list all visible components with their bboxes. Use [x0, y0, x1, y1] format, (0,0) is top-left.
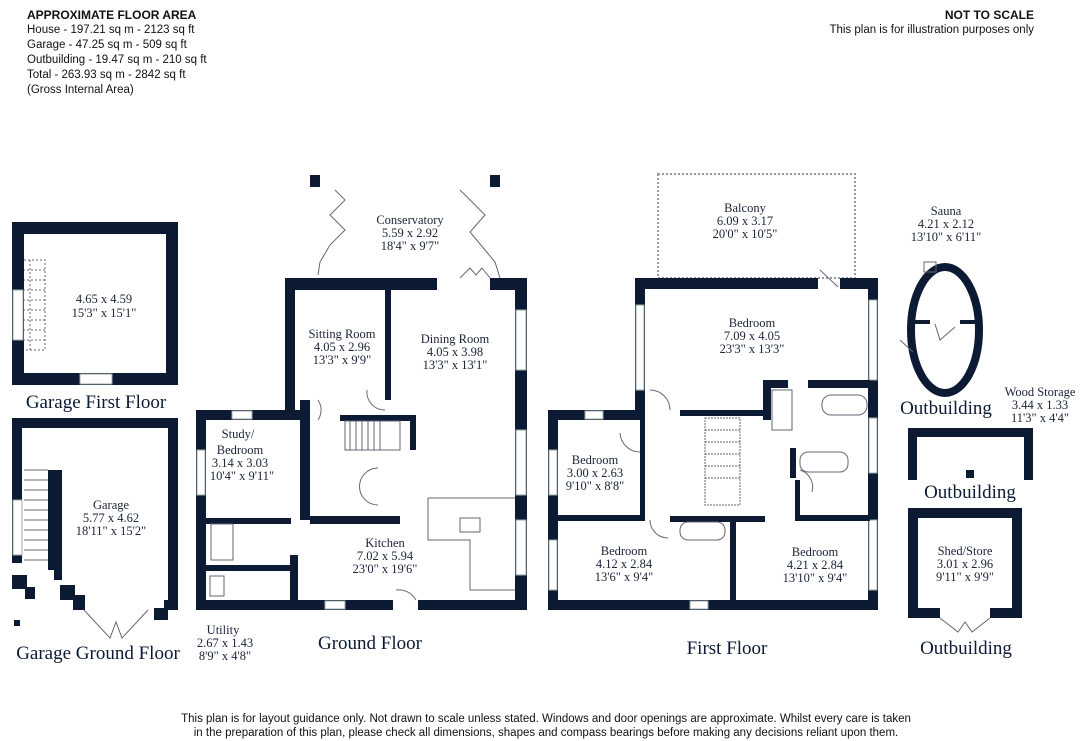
room-metric: 4.21 x 2.12: [918, 217, 974, 231]
disclaimer-line-2: in the preparation of this plan, please …: [193, 727, 899, 739]
room-name: Sauna: [931, 204, 962, 218]
room-imperial: 15'3" x 15'1": [72, 306, 137, 320]
bedroom-2-label: Bedroom 3.00 x 2.63 9'10" x 8'8": [566, 453, 624, 493]
wood-storage-outbuilding-title: Outbuilding: [924, 482, 1016, 503]
not-to-scale: NOT TO SCALE: [944, 8, 1034, 22]
shed-plan: [908, 508, 1022, 633]
room-imperial: 9'10" x 8'8": [566, 479, 624, 493]
floor-area-summary: APPROXIMATE FLOOR AREA House - 197.21 sq…: [27, 8, 207, 98]
bedroom-3-label: Bedroom 4.12 x 2.84 13'6" x 9'4": [595, 544, 653, 584]
sauna-outbuilding-title: Outbuilding: [900, 398, 992, 419]
balcony-outline: [657, 173, 856, 279]
room-metric: 6.09 x 3.17: [717, 214, 773, 228]
room-metric: 5.77 x 4.62: [83, 511, 139, 525]
room-metric: 3.01 x 2.96: [937, 557, 993, 571]
garage-loft-label: 4.65 x 4.59 15'3" x 15'1": [72, 292, 137, 320]
illustration-note: This plan is for illustration purposes o…: [829, 24, 1034, 36]
room-name: Bedroom: [217, 443, 264, 457]
wood-storage-label: Wood Storage 3.44 x 1.33 11'3" x 4'4": [1005, 385, 1076, 425]
area-house: House - 197.21 sq m - 2123 sq ft: [27, 24, 195, 36]
room-metric: 4.05 x 2.96: [314, 340, 370, 354]
room-name: Bedroom: [601, 544, 648, 558]
first-floor-title: First Floor: [687, 638, 768, 659]
garage-first-floor-plan: [12, 222, 178, 385]
room-imperial: 13'10" x 9'4": [783, 571, 848, 585]
sauna-label: Sauna 4.21 x 2.12 13'10" x 6'11": [911, 204, 982, 244]
room-metric: 2.67 x 1.43: [197, 636, 253, 650]
room-imperial: 23'3" x 13'3": [720, 342, 785, 356]
room-name: Utility: [207, 623, 240, 637]
room-metric: 3.00 x 2.63: [567, 466, 623, 480]
room-name: Kitchen: [365, 536, 405, 550]
area-total: Total - 263.93 sq m - 2842 sq ft: [27, 69, 186, 81]
room-imperial: 10'4" x 9'11": [210, 469, 274, 483]
room-name: Balcony: [724, 201, 766, 215]
room-name: Bedroom: [572, 453, 619, 467]
disclaimer: This plan is for layout guidance only. N…: [0, 712, 1092, 740]
sauna-plan: [899, 261, 983, 397]
floor-titles: Garage First Floor Garage Ground Floor G…: [16, 392, 1016, 664]
balcony-label: Balcony 6.09 x 3.17 20'0" x 10'5": [713, 201, 778, 241]
garage-ground-floor-plan: [12, 418, 178, 639]
room-metric: 4.12 x 2.84: [596, 557, 653, 571]
area-garage: Garage - 47.25 sq m - 509 sq ft: [27, 39, 187, 51]
room-metric: 3.44 x 1.33: [1012, 398, 1068, 412]
room-imperial: 13'3" x 13'1": [423, 358, 488, 372]
conservatory-plan: [310, 175, 501, 279]
room-metric: 4.05 x 3.98: [427, 345, 483, 359]
room-metric: 5.59 x 2.92: [382, 226, 438, 240]
room-metric: 4.65 x 4.59: [76, 292, 132, 306]
garage-first-floor-title: Garage First Floor: [26, 392, 167, 413]
disclaimer-line-1: This plan is for layout guidance only. N…: [181, 713, 911, 725]
conservatory-label: Conservatory 5.59 x 2.92 18'4" x 9'7": [376, 213, 444, 253]
garage-ground-floor-title: Garage Ground Floor: [16, 643, 180, 664]
area-outbuilding: Outbuilding - 19.47 sq m - 210 sq ft: [27, 54, 207, 66]
ground-floor-plan: [196, 278, 527, 610]
room-metric: 7.02 x 5.94: [357, 549, 414, 563]
wood-storage-plan: [908, 428, 1033, 480]
room-name: Study/: [222, 427, 255, 441]
bedroom-4-label: Bedroom 4.21 x 2.84 13'10" x 9'4": [783, 545, 848, 585]
room-name: Dining Room: [421, 332, 490, 346]
room-metric: 3.14 x 3.03: [212, 456, 268, 470]
room-imperial: 11'3" x 4'4": [1011, 411, 1069, 425]
scale-note: NOT TO SCALE This plan is for illustrati…: [829, 8, 1034, 38]
room-name: Garage: [93, 498, 130, 512]
area-note: (Gross Internal Area): [27, 84, 134, 96]
main-bedroom-label: Bedroom 7.09 x 4.05 23'3" x 13'3": [720, 316, 785, 356]
first-floor-plan: [548, 269, 878, 610]
ground-floor-title: Ground Floor: [318, 633, 423, 654]
room-imperial: 13'10" x 6'11": [911, 230, 982, 244]
room-imperial: 18'4" x 9'7": [381, 239, 439, 253]
room-imperial: 20'0" x 10'5": [713, 227, 778, 241]
room-name: Sitting Room: [308, 327, 375, 341]
room-labels: 4.65 x 4.59 15'3" x 15'1" Garage 5.77 x …: [72, 201, 1076, 663]
room-imperial: 18'11" x 15'2": [76, 524, 147, 538]
room-imperial: 9'11" x 9'9": [936, 570, 994, 584]
room-name: Bedroom: [792, 545, 839, 559]
study-label: Study/ Bedroom 3.14 x 3.03 10'4" x 9'11": [210, 427, 274, 483]
room-name: Wood Storage: [1005, 385, 1076, 399]
utility-label: Utility 2.67 x 1.43 8'9" x 4'8": [197, 623, 253, 663]
garage-label: Garage 5.77 x 4.62 18'11" x 15'2": [76, 498, 147, 538]
shed-label: Shed/Store 3.01 x 2.96 9'11" x 9'9": [936, 544, 994, 584]
kitchen-label: Kitchen 7.02 x 5.94 23'0" x 19'6": [353, 536, 418, 576]
room-imperial: 23'0" x 19'6": [353, 562, 418, 576]
room-name: Shed/Store: [938, 544, 993, 558]
floor-area-heading: APPROXIMATE FLOOR AREA: [27, 8, 197, 22]
room-name: Bedroom: [729, 316, 776, 330]
room-imperial: 13'6" x 9'4": [595, 570, 653, 584]
room-name: Conservatory: [376, 213, 444, 227]
dining-room-label: Dining Room 4.05 x 3.98 13'3" x 13'1": [421, 332, 490, 372]
room-metric: 7.09 x 4.05: [724, 329, 780, 343]
sitting-room-label: Sitting Room 4.05 x 2.96 13'3" x 9'9": [308, 327, 375, 367]
shed-outbuilding-title: Outbuilding: [920, 638, 1012, 659]
room-metric: 4.21 x 2.84: [787, 558, 844, 572]
room-imperial: 13'3" x 9'9": [313, 353, 371, 367]
room-imperial: 8'9" x 4'8": [199, 649, 251, 663]
